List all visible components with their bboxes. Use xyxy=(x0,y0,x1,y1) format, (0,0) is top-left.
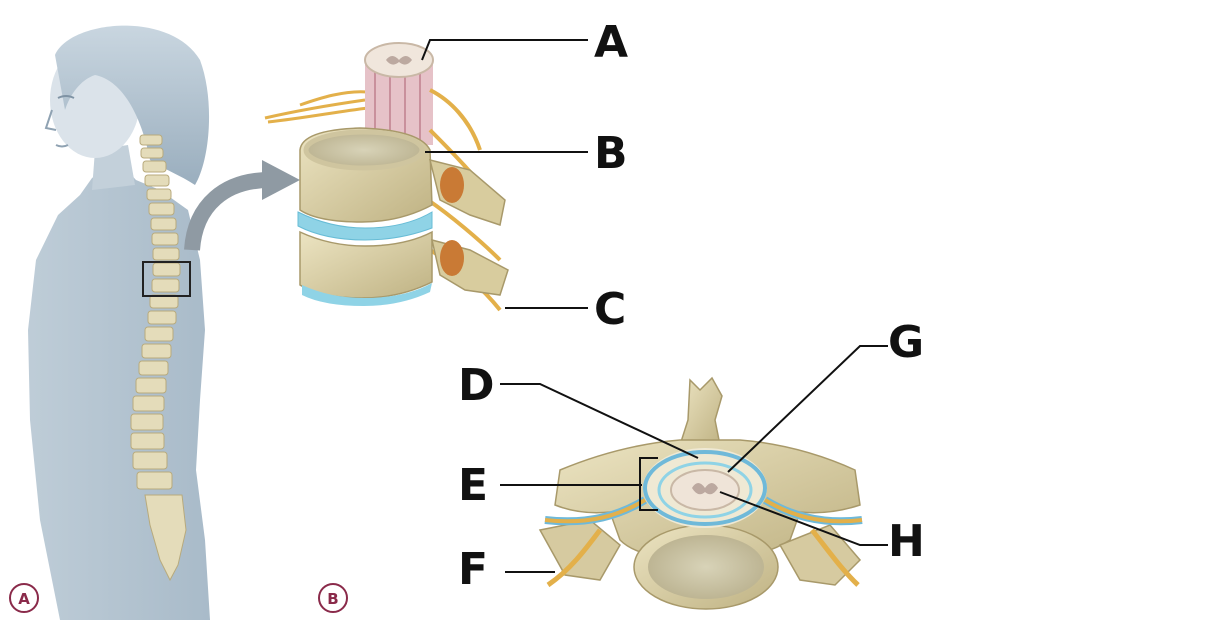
lower-vertebral-body xyxy=(299,230,433,299)
panel-badge-b: B xyxy=(318,583,348,613)
leader-lines-top xyxy=(421,39,588,309)
spinal-nerves-top xyxy=(544,496,863,588)
gray-matter xyxy=(386,56,412,65)
body-silhouette xyxy=(28,160,210,620)
spongy-bone xyxy=(648,535,764,599)
eye xyxy=(57,95,75,99)
label-e: E xyxy=(458,460,488,511)
highlight-box xyxy=(142,261,191,297)
label-a: A xyxy=(594,17,628,68)
lower-disc xyxy=(302,283,432,306)
left-nerve-fibres xyxy=(264,90,369,124)
hair xyxy=(55,25,210,186)
panel-badge-a: A xyxy=(9,583,39,613)
arachnoid-layer xyxy=(657,461,753,519)
svg-text:A: A xyxy=(18,590,30,608)
label-d: D xyxy=(458,360,495,411)
vertebrae-side-view xyxy=(264,42,509,312)
gray-matter-top xyxy=(692,483,718,495)
upper-endplate xyxy=(303,129,425,171)
human-figure xyxy=(28,25,210,620)
svg-text:B: B xyxy=(327,590,338,608)
spinous-process xyxy=(678,376,723,446)
label-g: G xyxy=(888,317,924,368)
label-b: B xyxy=(594,128,628,179)
zoom-arrow xyxy=(184,160,300,251)
mouth xyxy=(55,144,69,148)
vertebra-top-view xyxy=(538,376,863,610)
nose xyxy=(44,109,57,131)
vertebral-column xyxy=(130,134,187,582)
dorsal-root-ganglion-1 xyxy=(440,167,464,203)
dura-mater xyxy=(643,450,767,526)
dorsal-root-ganglion-2 xyxy=(440,240,464,276)
label-c: C xyxy=(594,284,626,335)
leader-lines-bottom xyxy=(500,345,888,573)
intervertebral-disc xyxy=(297,211,433,241)
label-f: F xyxy=(458,544,488,595)
label-h: H xyxy=(888,516,925,567)
